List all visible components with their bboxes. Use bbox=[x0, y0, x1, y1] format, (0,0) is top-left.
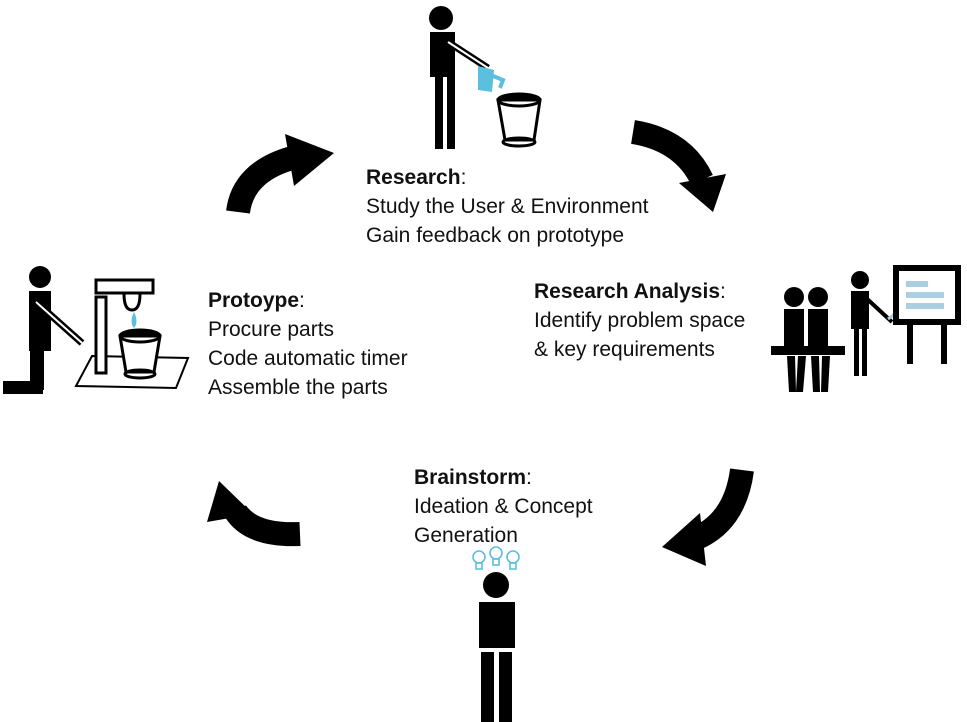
analysis-title: Research Analysis bbox=[534, 280, 720, 303]
brainstorm-stage: Brainstorm: Ideation & Concept Generatio… bbox=[414, 463, 593, 550]
person-watering-plant-icon bbox=[429, 6, 542, 149]
research-line-1: Study the User & Environment bbox=[366, 195, 649, 218]
brainstorm-title-colon: : bbox=[526, 466, 532, 489]
arrow-research-to-analysis bbox=[630, 120, 726, 212]
research-title-colon: : bbox=[460, 166, 467, 189]
research-line-2: Gain feedback on prototype bbox=[366, 224, 625, 247]
analysis-line-1: Identify problem space bbox=[534, 309, 746, 332]
person-lightbulbs-icon bbox=[472, 546, 520, 722]
prototype-line-2: Code automatic timer bbox=[208, 347, 408, 370]
research-analysis-stage: Research Analysis: Identify problem spac… bbox=[534, 277, 745, 364]
analysis-title-colon: : bbox=[720, 280, 726, 303]
lightbulb-icon bbox=[472, 546, 520, 570]
brainstorm-line-2: Generation bbox=[414, 524, 518, 547]
research-stage: Research: Study the User & Environment G… bbox=[366, 163, 648, 250]
research-title: Research bbox=[366, 166, 461, 189]
analysis-line-2: & key requirements bbox=[534, 338, 715, 361]
prototype-stage: Protoype: Procure parts Code automatic t… bbox=[208, 286, 408, 402]
prototype-line-3: Assemble the parts bbox=[208, 376, 388, 399]
brainstorm-line-1: Ideation & Concept bbox=[414, 495, 593, 518]
people-presentation-icon bbox=[771, 265, 961, 392]
brainstorm-title: Brainstorm bbox=[414, 466, 527, 489]
prototype-title: Protoype bbox=[208, 289, 300, 312]
prototype-line-1: Procure parts bbox=[208, 318, 335, 341]
arrow-prototype-to-research bbox=[226, 134, 334, 215]
arrow-brainstorm-to-prototype bbox=[207, 481, 301, 547]
arrow-analysis-to-brainstorm bbox=[662, 468, 754, 566]
person-watering-machine-icon bbox=[3, 266, 190, 394]
prototype-title-colon: : bbox=[299, 289, 305, 312]
